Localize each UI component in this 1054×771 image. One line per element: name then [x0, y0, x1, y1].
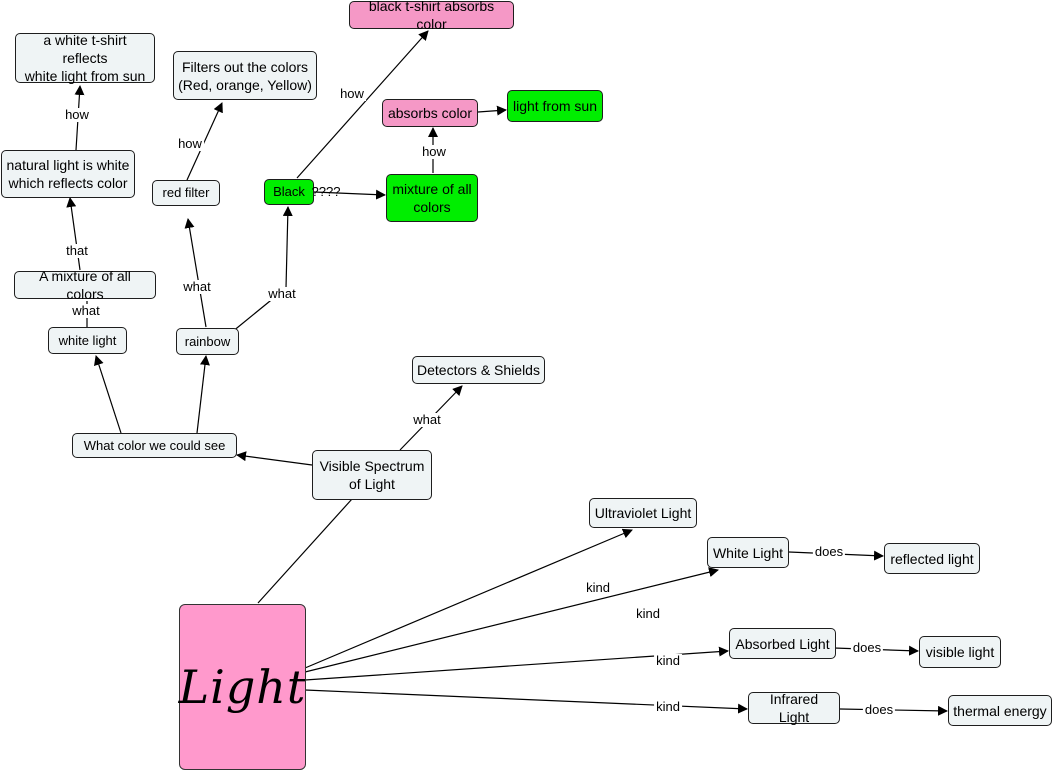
node-black-tshirt[interactable]: black t-shirt absorbs color [349, 0, 514, 32]
node-ultraviolet[interactable]: Ultraviolet Light [589, 498, 697, 528]
link-label-what-red-filter: what [181, 279, 213, 294]
node-what-color[interactable]: What color we could see [72, 433, 237, 458]
node-infrared[interactable]: Infrared Light [748, 691, 840, 725]
link-label-kind-white: kind [634, 606, 662, 621]
node-rainbow[interactable]: rainbow [176, 328, 239, 355]
edge-what-color-white-light [94, 355, 122, 434]
node-absorbed[interactable]: Absorbed Light [729, 628, 836, 659]
edge-what-color-rainbow [196, 355, 210, 434]
node-visible-spectrum[interactable]: Visible Spectrum of Light [312, 450, 432, 500]
edge-black-mixture-all [313, 189, 386, 200]
edge-rainbow-black-upper [282, 206, 293, 289]
node-reflected[interactable]: reflected light [884, 543, 980, 574]
link-label-how-black-tshirt: how [338, 86, 366, 101]
edge-mixture-natural-light [66, 197, 81, 271]
node-black[interactable]: Black [264, 179, 314, 205]
link-label-how-filters: how [176, 136, 204, 151]
link-label-kind-absorbed: kind [654, 653, 682, 668]
node-light[interactable]: Light [179, 604, 306, 770]
link-label-does-visible: does [850, 640, 884, 655]
link-label-how-white-tshirt: how [63, 107, 91, 122]
node-mixture-colors[interactable]: A mixture of all colors [14, 268, 156, 302]
edge-red-filter-filters [186, 102, 223, 181]
node-filters[interactable]: Filters out the colors (Red, orange, Yel… [173, 51, 317, 100]
link-label-kind-ultraviolet: kind [584, 580, 612, 595]
edge-visible-spectrum-what-color [236, 451, 313, 466]
node-light-from-sun[interactable]: light from sun [507, 90, 603, 122]
node-detectors[interactable]: Detectors & Shields [412, 356, 545, 384]
edge-absorbs-light-from-sun [477, 105, 507, 116]
edge-light-white-light [304, 567, 719, 673]
link-label-what-black: what [266, 286, 298, 301]
link-label-that: that [64, 243, 90, 258]
node-red-filter[interactable]: red filter [152, 180, 220, 206]
edge-rainbow-red-filter [184, 218, 207, 328]
link-label-questions: ???? [311, 184, 341, 199]
link-label-what-mixture: what [70, 303, 102, 318]
link-label-kind-infrared: kind [654, 699, 682, 714]
node-mixture-all[interactable]: mixture of all colors [386, 174, 478, 222]
node-white-light[interactable]: white light [48, 327, 127, 354]
node-visible-light[interactable]: visible light [919, 636, 1001, 668]
link-label-what-detectors: what [411, 412, 443, 427]
node-white-tshirt[interactable]: a white t-shirt reflects white light fro… [15, 32, 155, 84]
link-label-does-thermal: does [862, 702, 896, 717]
edge-light-visible-spectrum [257, 498, 353, 604]
node-natural-light[interactable]: natural light is white which reflects co… [1, 150, 135, 198]
link-label-does-reflected: does [812, 544, 846, 559]
edge-black-black-tshirt [296, 30, 429, 179]
node-absorbs-color[interactable]: absorbs color [382, 99, 478, 127]
node-white-light-kind[interactable]: White Light [707, 537, 789, 568]
link-label-how-absorbs: how [420, 144, 448, 159]
node-thermal[interactable]: thermal energy [948, 695, 1052, 726]
edge-light-ultraviolet [304, 528, 633, 669]
